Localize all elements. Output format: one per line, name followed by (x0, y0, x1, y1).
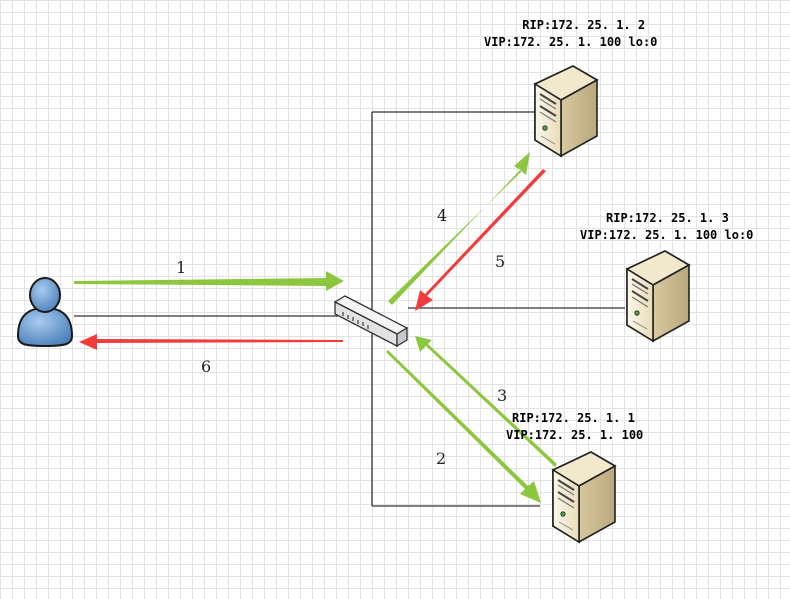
user-icon (16, 277, 74, 348)
server-1-rip: RIP:172. 25. 1. 1 (512, 411, 635, 425)
server-3-rip: RIP:172. 25. 1. 3 (606, 211, 729, 225)
switch-icon (333, 295, 409, 348)
step-label-3: 3 (497, 386, 508, 405)
server-icon (534, 65, 598, 157)
server-icon (552, 451, 616, 543)
arrow-step-4 (388, 152, 530, 305)
server-1-label: RIP:172. 25. 1. 1 VIP:172. 25. 1. 100 (506, 410, 643, 444)
step-label-6: 6 (201, 357, 212, 376)
server-3-label: RIP:172. 25. 1. 3 VIP:172. 25. 1. 100 lo… (580, 210, 753, 244)
server-icon (626, 250, 690, 342)
flow-arrows (74, 152, 557, 503)
server-2-rip: RIP:172. 25. 1. 2 (522, 18, 646, 32)
wires (74, 111, 625, 507)
arrow-step-1 (74, 271, 344, 291)
arrow-step-3 (415, 336, 557, 467)
arrow-step-5 (415, 169, 546, 311)
step-label-1: 1 (176, 258, 187, 277)
server-3-vip: VIP:172. 25. 1. 100 lo:0 (580, 228, 754, 242)
arrow-step-6 (79, 334, 343, 350)
step-label-2: 2 (436, 449, 447, 468)
step-label-5: 5 (495, 252, 506, 271)
step-label-4: 4 (437, 206, 448, 225)
server-2-vip: VIP:172. 25. 1. 100 lo:0 (484, 35, 658, 49)
server-2-label: RIP:172. 25. 1. 2 VIP:172. 25. 1. 100 lo… (484, 17, 657, 51)
arrow-step-2 (386, 350, 541, 503)
server-1-vip: VIP:172. 25. 1. 100 (506, 428, 644, 442)
